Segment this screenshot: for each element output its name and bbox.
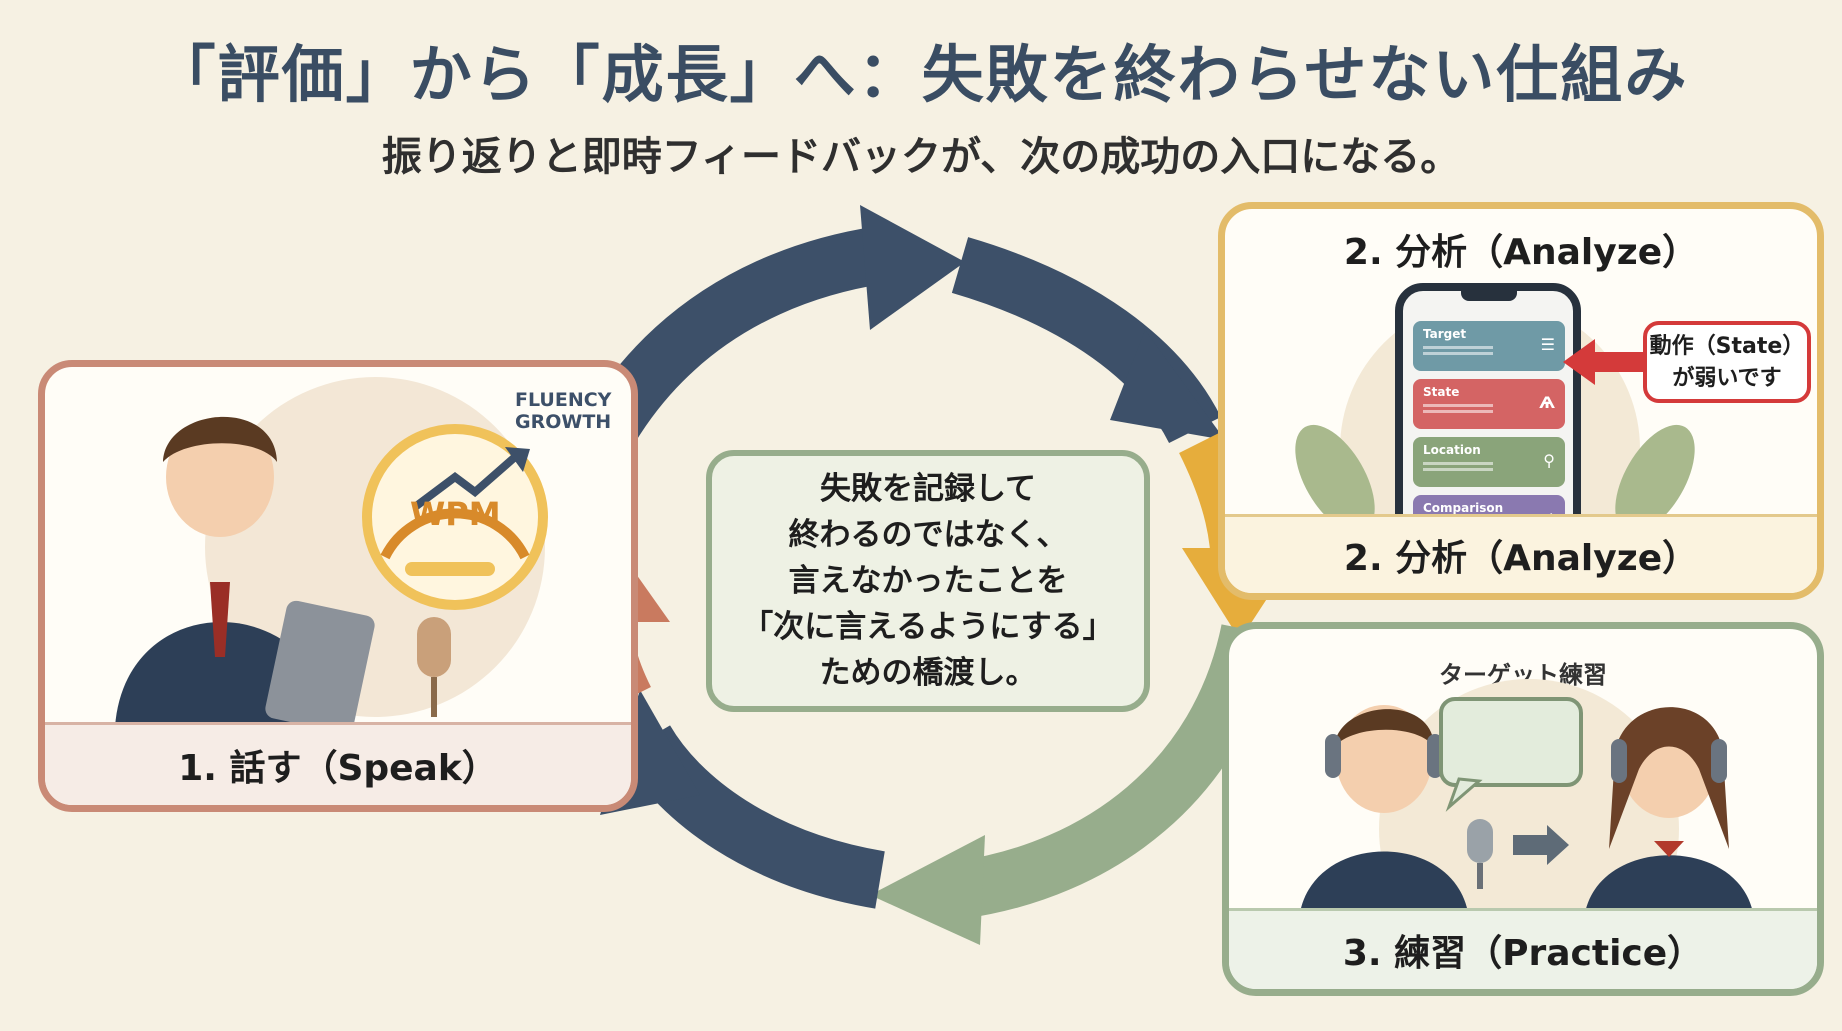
card-target[interactable]: Target ☰ — [1413, 321, 1565, 371]
center-line-4: 「次に言えるようにする」 — [742, 609, 1114, 645]
boy-headphones-icon — [1325, 734, 1341, 778]
practice-illustration — [1299, 679, 1754, 919]
center-message-box: 失敗を記録して 終わるのではなく、 言えなかったことを 「次に言えるようにする」… — [706, 450, 1150, 712]
analyze-panel: 2. 分析（Analyze） Target ☰ State Ѧ Location… — [1218, 202, 1824, 600]
tablet-icon — [265, 600, 375, 727]
wpm-label: WPM — [410, 495, 501, 533]
practice-caption: 3. 練習（Practice） — [1229, 908, 1817, 989]
red-pointer-arrow — [1563, 339, 1647, 385]
analyze-caption: 2. 分析（Analyze） — [1225, 514, 1817, 593]
analyze-title: 2. 分析（Analyze） — [1343, 232, 1699, 273]
speak-caption: 1. 話す（Speak） — [45, 722, 631, 805]
location-pin-icon: ⚲ — [1543, 451, 1555, 470]
card-location[interactable]: Location ⚲ — [1413, 437, 1565, 487]
center-line-2: 終わるのではなく、 — [788, 517, 1068, 553]
page-subtitle: 振り返りと即時フィードバックが、次の成功の入口になる。 — [381, 134, 1461, 180]
microphone-icon — [1467, 819, 1493, 863]
girl-headphones-icon — [1611, 739, 1627, 783]
fluency-growth-label: FLUENCY GROWTH — [515, 389, 612, 433]
student-face — [166, 417, 274, 537]
growth-arrow-icon — [412, 453, 518, 511]
page-title: 「評価」から「成長」へ：失敗を終わらせない仕組み — [153, 38, 1689, 111]
arrow-bottom-sage-head — [870, 835, 985, 945]
center-line-3: 言えなかったことを — [788, 563, 1068, 599]
feedback-callout: 動作（State） が弱いです — [1643, 321, 1811, 403]
speak-illustration — [115, 377, 548, 727]
card-state[interactable]: State Ѧ — [1413, 379, 1565, 429]
arrow-topright-navy-head — [1110, 330, 1225, 440]
arrow-right-icon — [1513, 825, 1569, 865]
speak-panel: FLUENCY GROWTH WPM 1. 話す（Speak） — [38, 360, 638, 812]
center-line-1: 失敗を記録して — [819, 471, 1037, 507]
speech-bubble-icon — [1439, 697, 1583, 787]
student-hair — [163, 416, 277, 462]
state-icon: Ѧ — [1539, 393, 1555, 412]
list-icon: ☰ — [1540, 335, 1555, 354]
center-line-5: ための橋渡し。 — [819, 655, 1037, 691]
arrow-top-navy-head — [860, 205, 965, 330]
practice-panel: ターゲット練習 3. 練習（Practice） — [1222, 622, 1824, 996]
student-tie — [210, 582, 230, 657]
microphone-icon — [417, 617, 451, 677]
